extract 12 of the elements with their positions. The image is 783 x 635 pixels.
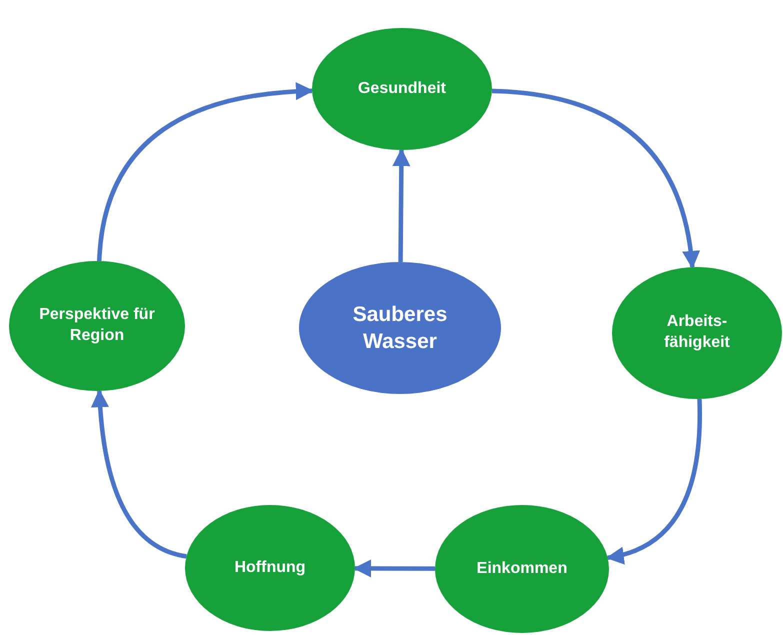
arrow xyxy=(353,559,435,578)
arrow xyxy=(91,389,187,559)
arrow xyxy=(97,82,314,262)
node-label: Sauberes Wasser xyxy=(352,302,448,355)
arrow xyxy=(392,148,410,262)
node-label: Perspektive für Region xyxy=(38,305,156,346)
node-label: Arbeits- fähigkeit xyxy=(663,312,731,353)
node-label: Hoffnung xyxy=(233,558,307,578)
arrow xyxy=(492,88,700,269)
arrow xyxy=(606,398,702,564)
node-label: Einkommen xyxy=(476,558,568,579)
node-label: Gesundheit xyxy=(356,78,447,99)
